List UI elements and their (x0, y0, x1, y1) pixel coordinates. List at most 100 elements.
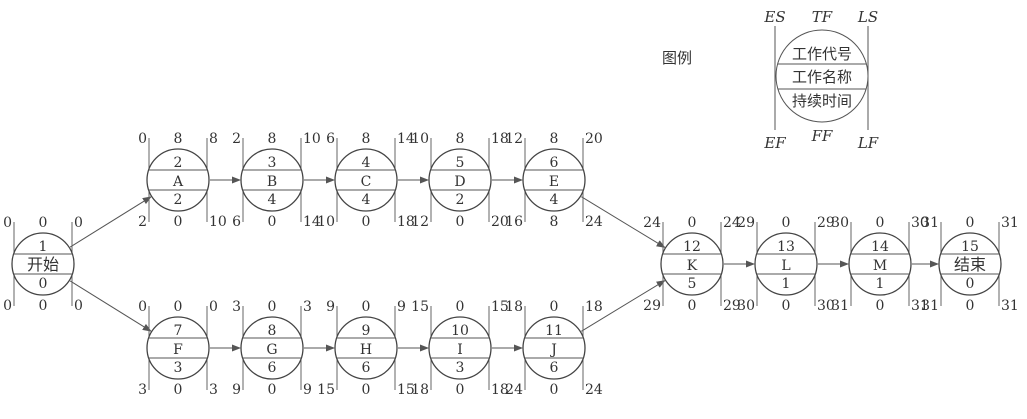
node-ff: 0 (688, 298, 697, 314)
node-circle (660, 232, 724, 296)
node-duration: 6 (362, 360, 371, 376)
node-ls: 0 (209, 299, 218, 315)
node-ef: 2 (138, 214, 147, 230)
node-circle (240, 316, 304, 380)
node-lf: 30 (817, 298, 835, 314)
node-circle (754, 232, 818, 296)
node-es: 12 (505, 131, 523, 147)
legend-label-es: ES (763, 8, 785, 26)
node-lf: 10 (209, 214, 227, 230)
node-tf: 8 (550, 131, 559, 147)
node-id: 9 (362, 323, 371, 339)
node-circle (11, 232, 75, 296)
node-ls: 29 (817, 215, 835, 231)
node-ls: 18 (491, 131, 509, 147)
activity-nodes: 1开始00000002A202808103B4268010144C4610801… (3, 131, 1019, 398)
node-tf: 8 (268, 131, 277, 147)
node-duration: 4 (362, 192, 371, 208)
node-ls: 24 (723, 215, 741, 231)
dependency-arrows (69, 176, 939, 352)
node-id: 14 (871, 239, 889, 255)
node-tf: 0 (876, 215, 885, 231)
node-lf: 24 (585, 214, 603, 230)
node-ef: 16 (505, 214, 523, 230)
node-duration: 5 (688, 276, 697, 292)
node-id: 15 (961, 239, 979, 255)
node-circle (428, 148, 492, 212)
node-ff: 0 (362, 214, 371, 230)
node-id: 5 (456, 155, 465, 171)
arrow-1-2 (69, 196, 152, 248)
node-ef: 18 (411, 382, 429, 398)
node-id: 1 (39, 239, 48, 255)
node-ef: 24 (505, 382, 523, 398)
node-lf: 14 (303, 214, 321, 230)
node-id: 12 (683, 239, 701, 255)
legend-label-ff: FF (811, 127, 833, 145)
node-ff: 0 (876, 298, 885, 314)
node-duration: 6 (550, 360, 559, 376)
node-es: 31 (921, 215, 939, 231)
node-ff: 0 (174, 214, 183, 230)
node-duration: 1 (782, 276, 791, 292)
node-ls: 10 (303, 131, 321, 147)
node-name: H (360, 342, 372, 358)
node-ef: 0 (3, 298, 12, 314)
arrow-6-12 (581, 196, 666, 248)
node-ef: 12 (411, 214, 429, 230)
node-lf: 18 (397, 214, 415, 230)
node-name: F (173, 342, 183, 358)
legend-label-lf: LF (857, 134, 879, 152)
legend-node-circle (775, 29, 869, 123)
node-circle (146, 148, 210, 212)
node-lf: 20 (491, 214, 509, 230)
node-id: 3 (268, 155, 277, 171)
node-lf: 3 (209, 382, 218, 398)
node-id: 10 (451, 323, 469, 339)
node-ef: 15 (317, 382, 335, 398)
node-circle (240, 148, 304, 212)
node-es: 0 (138, 299, 147, 315)
node-ff: 0 (174, 382, 183, 398)
node-ef: 29 (643, 298, 661, 314)
node-ff: 8 (550, 214, 559, 230)
legend-title: 图例 (662, 49, 692, 67)
node-duration: 0 (966, 276, 975, 292)
node-es: 3 (232, 299, 241, 315)
node-es: 10 (411, 131, 429, 147)
node-es: 30 (831, 215, 849, 231)
node-tf: 0 (782, 215, 791, 231)
node-ls: 15 (491, 299, 509, 315)
node-ef: 6 (232, 214, 241, 230)
node-ls: 8 (209, 131, 218, 147)
node-es: 29 (737, 215, 755, 231)
node-duration: 2 (456, 192, 465, 208)
node-es: 2 (232, 131, 241, 147)
node-tf: 0 (688, 215, 697, 231)
node-id: 13 (777, 239, 795, 255)
node-tf: 0 (39, 215, 48, 231)
node-ls: 30 (911, 215, 929, 231)
node-es: 6 (326, 131, 335, 147)
node-ef: 10 (317, 214, 335, 230)
node-ff: 0 (39, 298, 48, 314)
node-id: 11 (545, 323, 563, 339)
node-lf: 15 (397, 382, 415, 398)
node-ls: 31 (1001, 215, 1019, 231)
node-circle (848, 232, 912, 296)
node-ef: 31 (831, 298, 849, 314)
node-ef: 3 (138, 382, 147, 398)
node-circle (522, 316, 586, 380)
node-ls: 0 (74, 215, 83, 231)
node-id: 2 (174, 155, 183, 171)
node-duration: 4 (550, 192, 559, 208)
